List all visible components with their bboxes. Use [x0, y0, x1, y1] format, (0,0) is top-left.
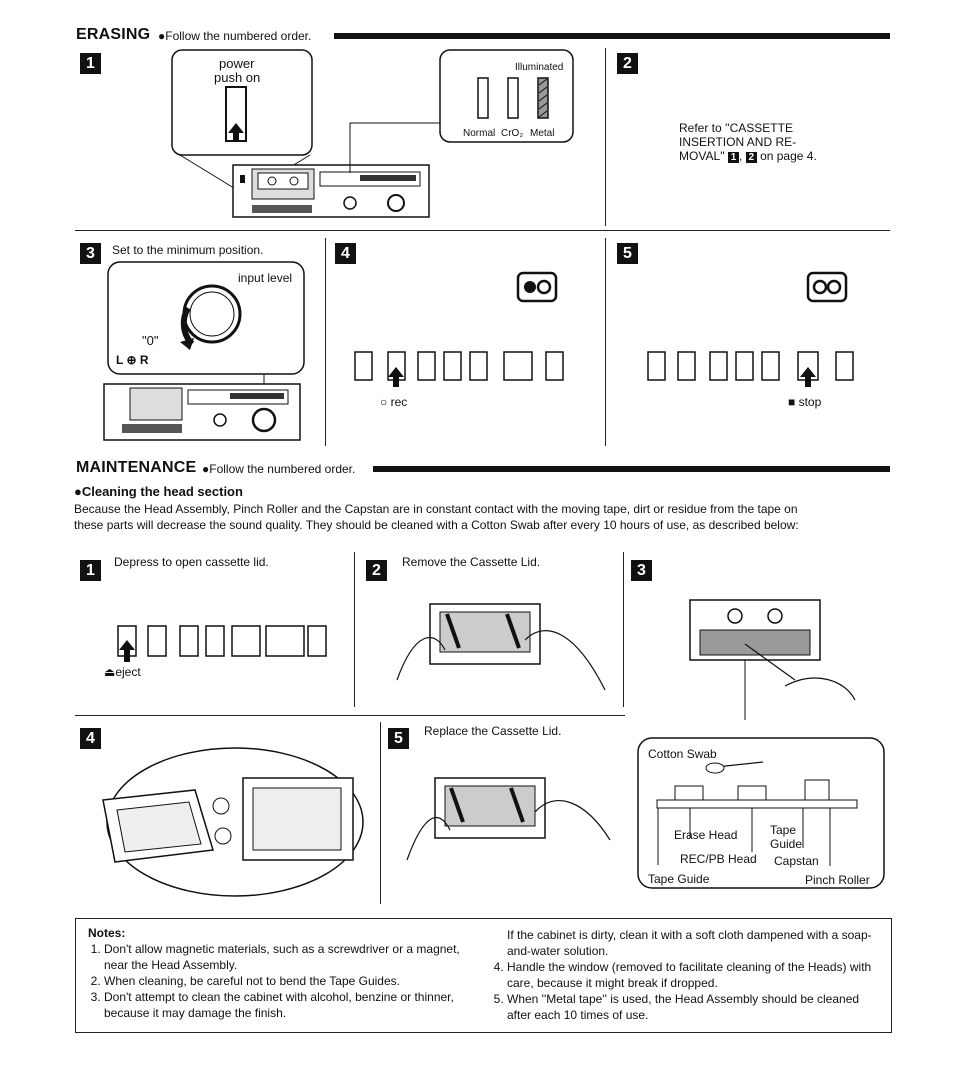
erase-head-label: Erase Head: [674, 828, 738, 842]
lr-label: L ⊕ R: [116, 353, 149, 367]
zero-label: "0": [142, 333, 159, 348]
pinch-roller-label: Pinch Roller: [805, 873, 870, 887]
input-level-knob-illustration: [103, 261, 305, 441]
step2-text: Refer to ''CASSETTE INSERTION AND RE- MO…: [679, 121, 817, 163]
indicator-normal-label: Normal: [463, 128, 496, 139]
intro-line-2: these parts will decrease the sound qual…: [74, 518, 799, 532]
note-item: When cleaning, be careful not to bend th…: [104, 973, 473, 989]
note-item: Don't attempt to clean the cabinet with …: [104, 989, 473, 1021]
deck-power-illustration: [171, 49, 574, 218]
step-number: 1: [80, 560, 101, 581]
divider: [354, 552, 355, 707]
maintenance-title: MAINTENANCE: [76, 459, 197, 476]
rec-button-illustration: [354, 271, 564, 387]
step-number: 5: [388, 728, 409, 749]
cleaning-heading: ●Cleaning the head section: [74, 484, 243, 499]
step-number: 5: [617, 243, 638, 264]
maintenance-subtitle: ●Follow the numbered order.: [202, 462, 356, 476]
note-continuation: If the cabinet is dirty, clean it with a…: [507, 928, 872, 958]
notes-box: Notes: Don't allow magnetic materials, s…: [75, 918, 892, 1033]
step-number: 3: [631, 560, 652, 581]
power-label: power: [219, 56, 255, 71]
push-on-label: push on: [214, 70, 261, 85]
tape-guide-top-label-2: Guide: [770, 837, 803, 851]
step-number: 3: [80, 243, 101, 264]
capstan-label: Capstan: [774, 854, 819, 868]
step-number: 4: [80, 728, 101, 749]
illuminated-label: Illuminated: [515, 62, 564, 73]
lid-window-illustration: [102, 747, 364, 897]
erasing-title: ERASING: [76, 26, 151, 43]
note-item: When ''Metal tape'' is used, the Head As…: [507, 991, 876, 1023]
step-number: 2: [617, 53, 638, 74]
note-item: Handle the window (removed to facilitate…: [507, 959, 876, 991]
cotton-swab-label: Cotton Swab: [648, 747, 717, 761]
section-rule: [373, 466, 890, 472]
divider: [75, 230, 890, 231]
step2-instruction: Remove the Cassette Lid.: [402, 555, 541, 569]
tape-guide-bottom-label: Tape Guide: [648, 872, 710, 886]
indicator-metal-label: Metal: [530, 128, 555, 139]
section-rule: [334, 33, 890, 39]
step1-instruction: Depress to open cassette lid.: [114, 555, 269, 569]
step-number: 2: [366, 560, 387, 581]
erasing-subtitle: ●Follow the numbered order.: [158, 29, 312, 43]
stop-caption: ■ stop: [788, 395, 822, 409]
step3-instruction: Set to the minimum position.: [112, 243, 264, 257]
divider: [605, 238, 606, 446]
remove-lid-illustration: [396, 603, 606, 691]
replace-lid-illustration: [406, 777, 611, 861]
step-number: 1: [80, 53, 101, 74]
note-item: Don't allow magnetic materials, such as …: [104, 941, 473, 973]
eject-button-illustration: [117, 625, 327, 662]
recpb-head-label: REC/PB Head: [680, 852, 757, 866]
divider: [325, 238, 326, 446]
step5-instruction: Replace the Cassette Lid.: [424, 724, 562, 738]
intro-line-1: Because the Head Assembly, Pinch Roller …: [74, 502, 798, 516]
tape-guide-top-label: Tape: [770, 823, 797, 837]
indicator-cro2-label: CrO₂: [501, 128, 524, 139]
notes-title: Notes:: [88, 926, 126, 940]
divider: [623, 552, 624, 707]
step-number: 4: [335, 243, 356, 264]
divider: [605, 48, 606, 226]
head-cleaning-illustration: [637, 599, 885, 889]
divider: [380, 722, 381, 904]
stop-button-illustration: [647, 271, 854, 387]
divider: [75, 715, 625, 716]
eject-caption: ⏏eject: [104, 665, 141, 679]
rec-caption: ○ rec: [380, 395, 408, 409]
input-level-label: input level: [238, 271, 293, 285]
